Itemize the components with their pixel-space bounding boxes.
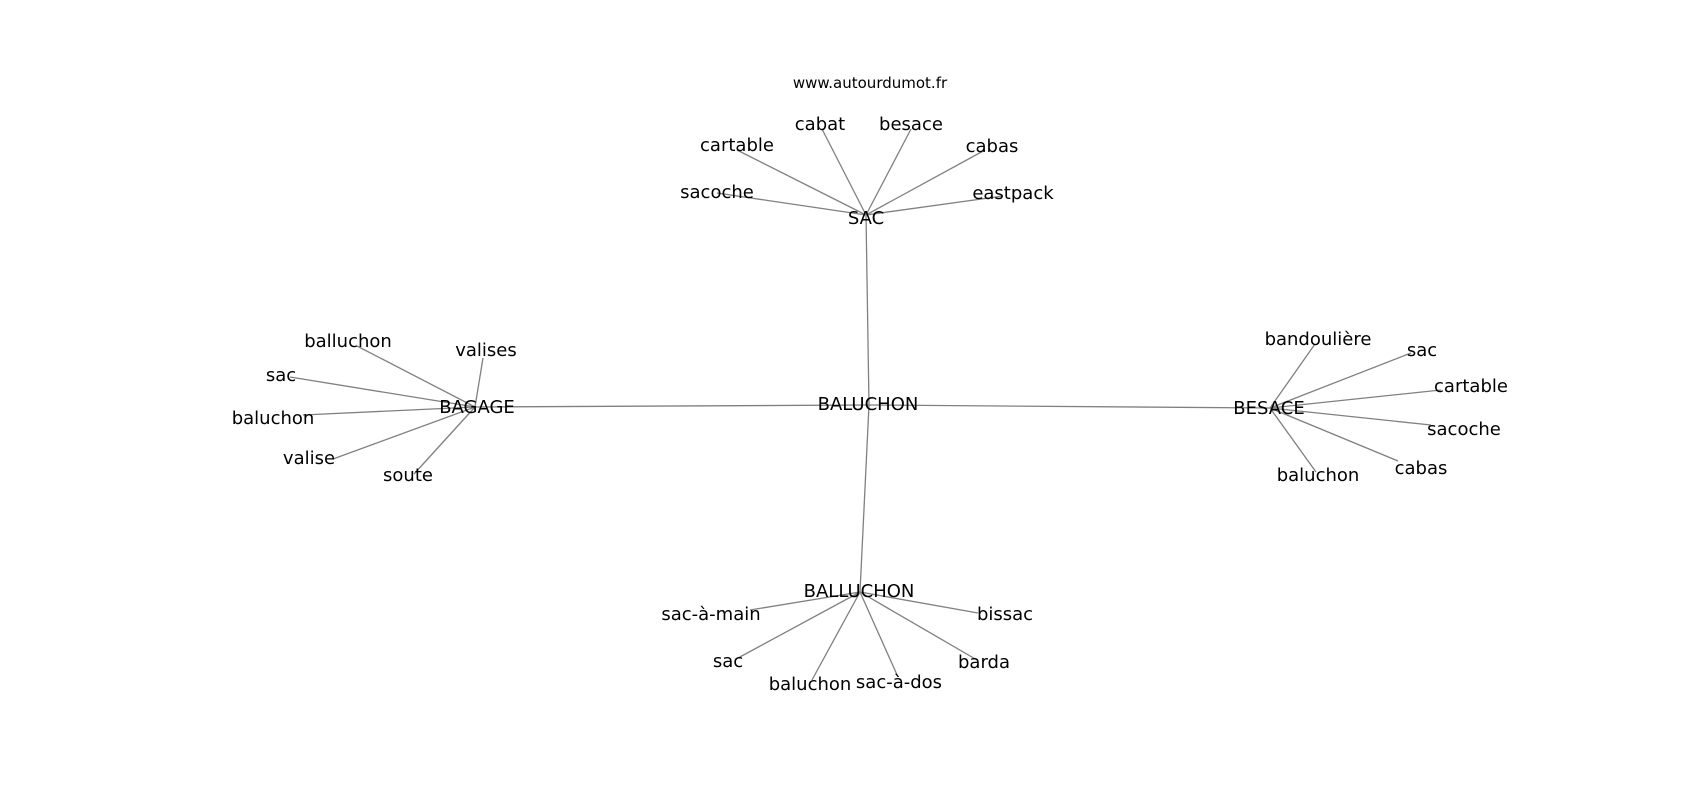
- edge-besace-leaf-4: [1269, 407, 1399, 462]
- watermark-text: www.autourdumot.fr: [793, 74, 948, 92]
- leaf-node-label: valises: [455, 340, 517, 361]
- leaf-node-label: sac: [266, 365, 296, 386]
- edge-bagage-leaf-0: [356, 345, 476, 408]
- edge-center-besace: [868, 404, 1271, 409]
- edge-center-sac: [865, 214, 870, 406]
- edge-besace-leaf-5: [1269, 407, 1317, 473]
- leaf-node-label: bandoulière: [1265, 329, 1372, 350]
- edge-sac-leaf-0: [716, 192, 867, 216]
- edge-bagage-leaf-4: [332, 406, 476, 460]
- edge-balluchon-leaf-3: [859, 591, 899, 678]
- leaf-node-label: sacoche: [680, 182, 754, 203]
- edge-sac-leaf-4: [865, 149, 986, 216]
- leaf-node-label: sac-à-dos: [856, 672, 942, 693]
- leaf-node-label: cabas: [966, 136, 1019, 157]
- edge-besace-leaf-2: [1269, 389, 1442, 409]
- edge-besace-leaf-1: [1269, 352, 1412, 409]
- leaf-node-label: bissac: [977, 604, 1033, 625]
- edge-sac-leaf-2: [821, 128, 867, 216]
- leaf-node-label: cabat: [795, 114, 845, 135]
- leaf-node-label: sac: [1407, 340, 1437, 361]
- edge-sac-leaf-5: [865, 195, 1004, 216]
- hub-node-label-bagage: BAGAGE: [439, 397, 515, 418]
- edge-center-balluchon: [859, 404, 870, 593]
- leaf-node-label: cabas: [1395, 458, 1448, 479]
- leaf-node-label: sac-à-main: [661, 604, 760, 625]
- hub-node-label-besace: BESACE: [1233, 398, 1304, 419]
- edge-sac-leaf-3: [865, 128, 912, 216]
- edge-balluchon-leaf-2: [811, 591, 861, 681]
- hub-node-label-balluchon: BALLUCHON: [804, 581, 915, 602]
- edge-bagage-leaf-5: [413, 406, 476, 475]
- leaf-node-label: sacoche: [1427, 419, 1501, 440]
- edge-balluchon-leaf-1: [737, 591, 861, 659]
- leaf-node-label: baluchon: [232, 408, 315, 429]
- leaf-node-label: valise: [283, 448, 335, 469]
- leaf-node-label: soute: [383, 465, 433, 486]
- leaf-node-label: baluchon: [769, 674, 852, 695]
- edge-bagage-leaf-2: [289, 376, 476, 408]
- graph-labels: www.autourdumot.fr BALUCHON SAC sacoche ca…: [232, 74, 1508, 695]
- edge-balluchon-leaf-4: [859, 591, 978, 661]
- leaf-node-label: cartable: [1434, 376, 1508, 397]
- edge-sac-leaf-1: [736, 149, 867, 216]
- leaf-node-label: besace: [879, 114, 943, 135]
- leaf-node-label: balluchon: [304, 331, 392, 352]
- edge-center-bagage: [474, 404, 870, 408]
- leaf-node-label: baluchon: [1277, 465, 1360, 486]
- edge-besace-leaf-3: [1269, 407, 1432, 426]
- graph-edges: [289, 128, 1442, 681]
- edge-bagage-leaf-3: [302, 406, 476, 416]
- center-node-label: BALUCHON: [818, 394, 919, 415]
- edge-bagage-leaf-1: [474, 357, 484, 408]
- edge-balluchon-leaf-0: [749, 591, 861, 611]
- edge-besace-leaf-0: [1269, 343, 1316, 409]
- leaf-node-label: cartable: [700, 135, 774, 156]
- leaf-node-label: eastpack: [972, 183, 1054, 204]
- hub-node-label-sac: SAC: [848, 208, 884, 229]
- leaf-node-label: barda: [958, 652, 1010, 673]
- leaf-node-label: sac: [713, 651, 743, 672]
- edge-balluchon-leaf-5: [859, 591, 979, 614]
